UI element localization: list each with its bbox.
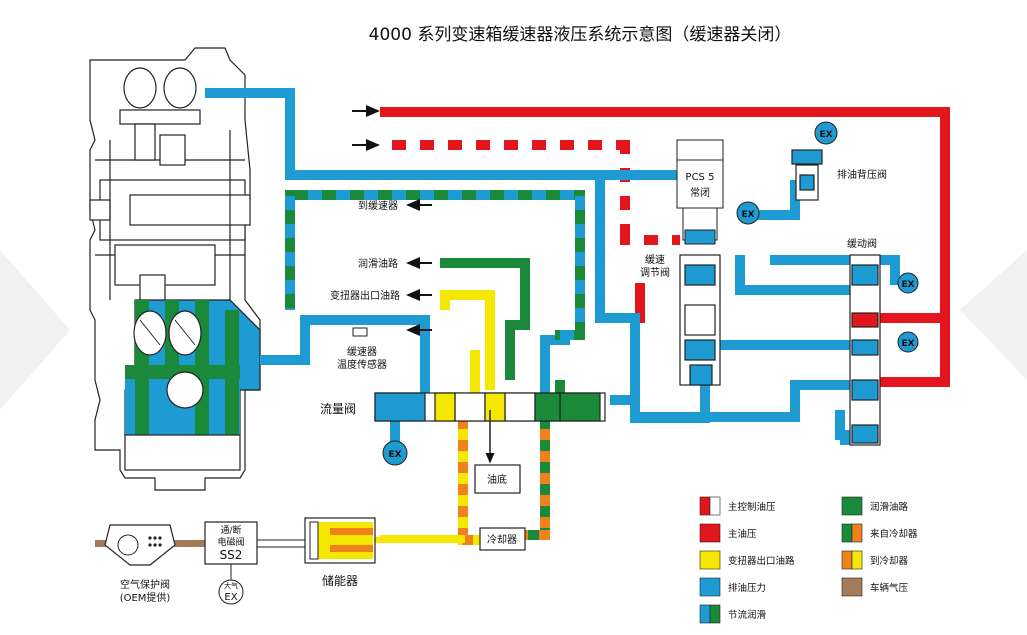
svg-text:温度传感器: 温度传感器 bbox=[337, 358, 387, 371]
svg-text:调节阀: 调节阀 bbox=[640, 266, 670, 279]
svg-text:排油背压阀: 排油背压阀 bbox=[837, 168, 887, 181]
label-to-retarder: 到缓速器 bbox=[358, 199, 398, 212]
svg-text:油底: 油底 bbox=[487, 473, 507, 486]
legend-item-vehicle-air: 车辆气压 bbox=[841, 577, 909, 597]
svg-text:EX: EX bbox=[741, 210, 754, 220]
converter-out-line bbox=[440, 290, 495, 405]
accumulator: 储能器 bbox=[304, 517, 376, 588]
svg-text:大气: 大气 bbox=[224, 581, 238, 590]
svg-text:主控制油压: 主控制油压 bbox=[728, 501, 776, 513]
main-pressure-line bbox=[380, 107, 950, 387]
diagram-title: 4000 系列变速箱缓速器液压系统示意图（缓速器关闭） bbox=[369, 25, 792, 45]
legend-item-lube: 润滑油路 bbox=[841, 496, 909, 516]
svg-text:PCS 5: PCS 5 bbox=[686, 172, 715, 183]
label-converter-out: 变扭器出口油路 bbox=[330, 289, 400, 302]
retarder-regulator-valve: 缓速 调节阀 bbox=[640, 253, 721, 386]
svg-text:到冷却器: 到冷却器 bbox=[870, 555, 909, 567]
legend-item-throttled-lube: 节流润滑 bbox=[699, 604, 767, 624]
legend: 主控制油压 主油压 变扭器出口油路 排油压力 节流润滑 润滑油路 来自冷却器 bbox=[699, 496, 918, 624]
from-cooler-line bbox=[540, 420, 550, 540]
temperature-sensor: 缓速器 温度传感器 bbox=[337, 324, 432, 371]
svg-text:冷却器: 冷却器 bbox=[487, 533, 517, 546]
to-retarder-line bbox=[285, 190, 585, 340]
svg-text:变扭器出口油路: 变扭器出口油路 bbox=[728, 555, 795, 567]
legend-item-main-pressure: 主油压 bbox=[699, 523, 757, 543]
svg-text:空气保护阀: 空气保护阀 bbox=[120, 578, 170, 591]
cooler: 冷却器 bbox=[479, 527, 526, 551]
svg-text:排油压力: 排油压力 bbox=[728, 582, 766, 594]
svg-text:电磁阀: 电磁阀 bbox=[217, 536, 244, 548]
retarder-valve: 缓动阀 bbox=[847, 237, 881, 446]
legend-item-to-cooler: 到冷却器 bbox=[841, 550, 909, 570]
legend-item-converter-out: 变扭器出口油路 bbox=[699, 550, 795, 570]
svg-text:EX: EX bbox=[901, 280, 914, 290]
pcs5-solenoid: PCS 5 常闭 bbox=[676, 139, 724, 245]
svg-text:通/断: 通/断 bbox=[220, 524, 241, 536]
bg-decoration-right bbox=[960, 250, 1027, 380]
main-control-line bbox=[380, 140, 680, 245]
svg-text:缓动阀: 缓动阀 bbox=[847, 237, 877, 250]
svg-text:(OEM提供): (OEM提供) bbox=[120, 591, 171, 604]
ex-port-retarder-upper: EX bbox=[897, 272, 919, 294]
to-cooler-line bbox=[458, 420, 468, 545]
svg-text:润滑油路: 润滑油路 bbox=[870, 501, 909, 513]
svg-text:EX: EX bbox=[388, 450, 401, 460]
svg-text:主油压: 主油压 bbox=[728, 528, 757, 540]
svg-text:储能器: 储能器 bbox=[322, 573, 358, 588]
svg-text:车辆气压: 车辆气压 bbox=[870, 582, 909, 594]
svg-text:节流润滑: 节流润滑 bbox=[728, 609, 767, 621]
svg-text:缓速器: 缓速器 bbox=[347, 345, 377, 358]
solenoid-ss2: 通/断 电磁阀 SS2 大气 EX bbox=[204, 521, 258, 605]
ex-port-backpressure: EX bbox=[814, 121, 838, 145]
svg-text:来自冷却器: 来自冷却器 bbox=[870, 528, 918, 540]
ex-port-pcs5: EX bbox=[736, 201, 760, 225]
svg-text:缓速: 缓速 bbox=[645, 253, 665, 266]
svg-text:常闭: 常闭 bbox=[690, 186, 710, 199]
label-lube-circuit: 润滑油路 bbox=[358, 257, 398, 270]
bg-decoration-left bbox=[0, 250, 70, 410]
ex-port-flow: EX bbox=[382, 440, 408, 466]
clutch-pack-top bbox=[119, 67, 201, 166]
ex-port-retarder-lower: EX bbox=[897, 331, 919, 353]
svg-text:SS2: SS2 bbox=[220, 548, 243, 562]
sump: 油底 bbox=[474, 410, 521, 494]
flow-valve bbox=[374, 392, 606, 422]
air-protection-valve: 空气保护阀 (OEM提供) bbox=[104, 524, 176, 604]
svg-text:EX: EX bbox=[224, 592, 237, 603]
legend-item-exhaust: 排油压力 bbox=[699, 577, 766, 597]
label-flow-valve: 流量阀 bbox=[320, 402, 356, 416]
legend-item-main-control: 主控制油压 bbox=[699, 496, 776, 516]
retarder-cavity bbox=[124, 299, 261, 471]
svg-text:EX: EX bbox=[819, 130, 832, 140]
exhaust-backpressure-valve: 排油背压阀 bbox=[791, 149, 887, 201]
legend-item-from-cooler: 来自冷却器 bbox=[841, 523, 918, 543]
svg-text:EX: EX bbox=[901, 339, 914, 349]
